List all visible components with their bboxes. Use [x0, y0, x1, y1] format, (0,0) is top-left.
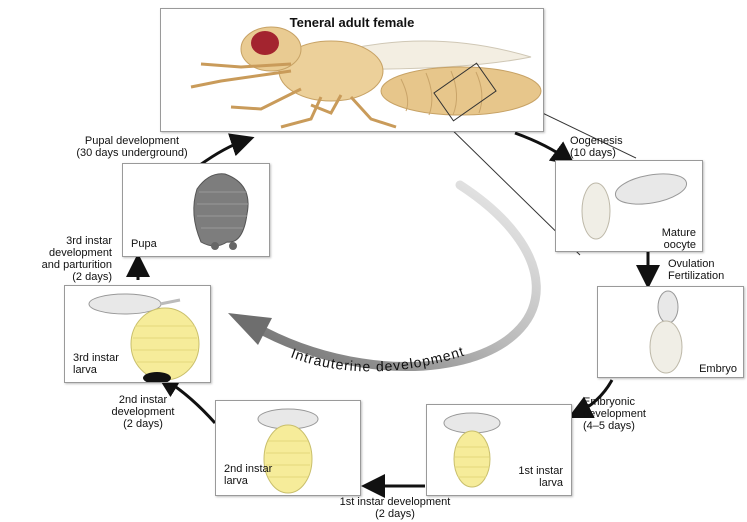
oocyte-box: Mature oocyte: [555, 160, 703, 252]
first-instar-caption: 1st instar development (2 days): [320, 496, 470, 520]
adult-box: Teneral adult female: [160, 8, 544, 132]
oogenesis-caption: Oogenesis (10 days): [570, 135, 623, 159]
second-instar-caption: 2nd instar development (2 days): [88, 394, 198, 430]
third-instar-caption: 3rd instar development and parturition (…: [20, 235, 112, 283]
pupa-box: Pupa: [122, 163, 270, 257]
fly-eye: [251, 31, 279, 55]
embryo-label: Embryo: [699, 363, 737, 375]
larva1-label: 1st instar larva: [518, 465, 563, 489]
oocyte-label: Mature oocyte: [662, 227, 696, 251]
ovulation-caption: Ovulation Fertilization: [668, 258, 724, 282]
fly-illustration: [161, 9, 544, 132]
pupal-caption: Pupal development (30 days underground): [58, 135, 206, 159]
embryo-box: Embryo: [597, 286, 744, 378]
pupa-label: Pupa: [131, 238, 157, 250]
larva2-label: 2nd instar larva: [224, 463, 272, 487]
larva3-box: 3rd instar larva: [64, 285, 211, 383]
embryonic-caption: Embryonic development (4–5 days): [583, 396, 646, 432]
intrauterine-arrowhead: [228, 313, 272, 345]
larva2-box: 2nd instar larva: [215, 400, 361, 496]
larva3-label: 3rd instar larva: [73, 352, 119, 376]
larva1-box: 1st instar larva: [426, 404, 572, 496]
arrow-oogenesis: [515, 133, 568, 160]
intrauterine-label: Intrauterine development: [289, 343, 467, 375]
arrow-pupal: [200, 140, 246, 165]
intrauterine-arc: [265, 185, 536, 366]
